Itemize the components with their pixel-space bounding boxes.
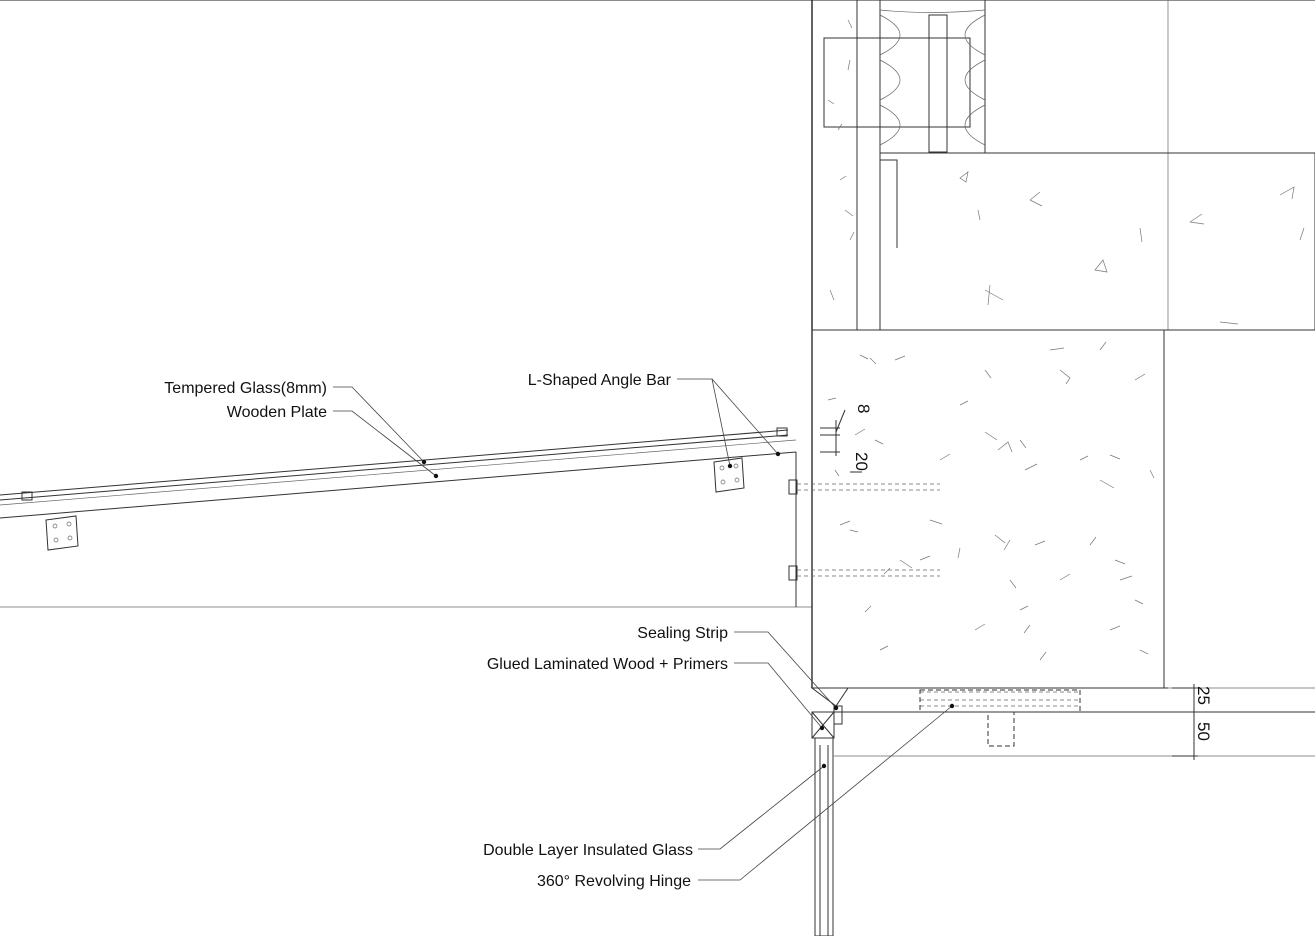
callout-labels: Tempered Glass(8mm) Wooden Plate L-Shape… bbox=[164, 372, 728, 890]
window-head-assembly bbox=[810, 687, 1315, 936]
label-tempered-glass: Tempered Glass(8mm) bbox=[164, 380, 327, 397]
leader-lines bbox=[333, 378, 953, 881]
dim-depth-small: 25 bbox=[1194, 686, 1213, 705]
label-angle-bar: L-Shaped Angle Bar bbox=[528, 372, 672, 389]
dim-depth-large: 50 bbox=[1194, 722, 1213, 741]
wall-column bbox=[811, 0, 1315, 689]
label-glued-wood: Glued Laminated Wood + Primers bbox=[487, 656, 728, 673]
dim-height: 20 bbox=[852, 452, 871, 471]
glass-end-dimension: 8 20 bbox=[820, 404, 873, 473]
right-dimension: 25 50 bbox=[1172, 684, 1213, 760]
upper-wall-block bbox=[823, 0, 1315, 331]
dim-gap: 8 bbox=[854, 404, 873, 413]
sloped-canopy bbox=[0, 427, 797, 551]
concrete-hatch bbox=[827, 19, 1305, 661]
label-wooden-plate: Wooden Plate bbox=[227, 404, 327, 421]
label-insulated-glass: Double Layer Insulated Glass bbox=[483, 842, 693, 859]
leader-dots bbox=[421, 451, 955, 769]
frame-lines bbox=[0, 0, 1315, 757]
label-hinge: 360° Revolving Hinge bbox=[537, 873, 691, 890]
label-sealing-strip: Sealing Strip bbox=[637, 625, 728, 642]
anchor-bolts bbox=[788, 452, 940, 607]
